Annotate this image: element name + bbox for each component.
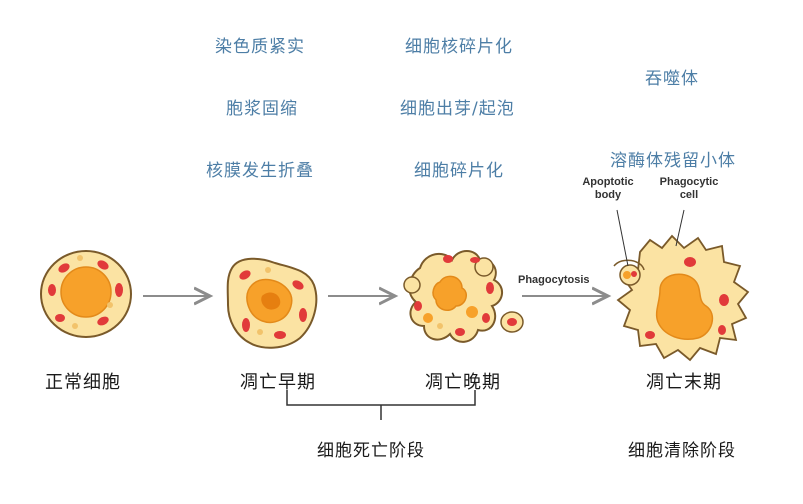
phagocytic-cell-label-line1: Phagocytic: [659, 176, 719, 188]
phagocytosis-label: Phagocytosis: [518, 274, 590, 286]
stage-end-apoptosis: 凋亡末期: [646, 372, 722, 393]
phagocytic-cell-label: Phagocytic cell: [654, 176, 724, 202]
phagocytic-cell-label-line2: cell: [679, 189, 699, 201]
note-cell-fragmentation: 细胞碎片化: [414, 161, 504, 181]
note-phagosome: 吞噬体: [645, 69, 699, 89]
stage-normal-cell: 正常细胞: [45, 372, 121, 393]
note-lysosome-residual-body: 溶酶体残留小体: [610, 151, 736, 171]
late-apoptosis-cell: [403, 250, 524, 343]
phase-cell-clearance: 细胞清除阶段: [628, 441, 736, 461]
note-nuclear-fragmentation: 细胞核碎片化: [405, 37, 513, 57]
early-apoptosis-cell: [226, 257, 318, 349]
note-cytoplasm-shrinkage: 胞浆固缩: [226, 99, 298, 119]
note-cell-blebbing: 细胞出芽/起泡: [400, 99, 515, 119]
phase-cell-death: 细胞死亡阶段: [317, 441, 425, 461]
note-chromatin-condensation: 染色质紧实: [215, 37, 305, 57]
normal-cell: [40, 250, 132, 338]
phagocytic-cell: [613, 209, 750, 362]
stage-late-apoptosis: 凋亡晚期: [425, 372, 501, 393]
stage-early-apoptosis: 凋亡早期: [240, 372, 316, 393]
apoptotic-body-label: Apoptotic body: [568, 176, 648, 202]
apoptotic-body-label-line2: body: [594, 189, 622, 201]
note-nuclear-membrane-folding: 核膜发生折叠: [206, 161, 314, 181]
apoptotic-body-label-line1: Apoptotic: [582, 176, 634, 188]
